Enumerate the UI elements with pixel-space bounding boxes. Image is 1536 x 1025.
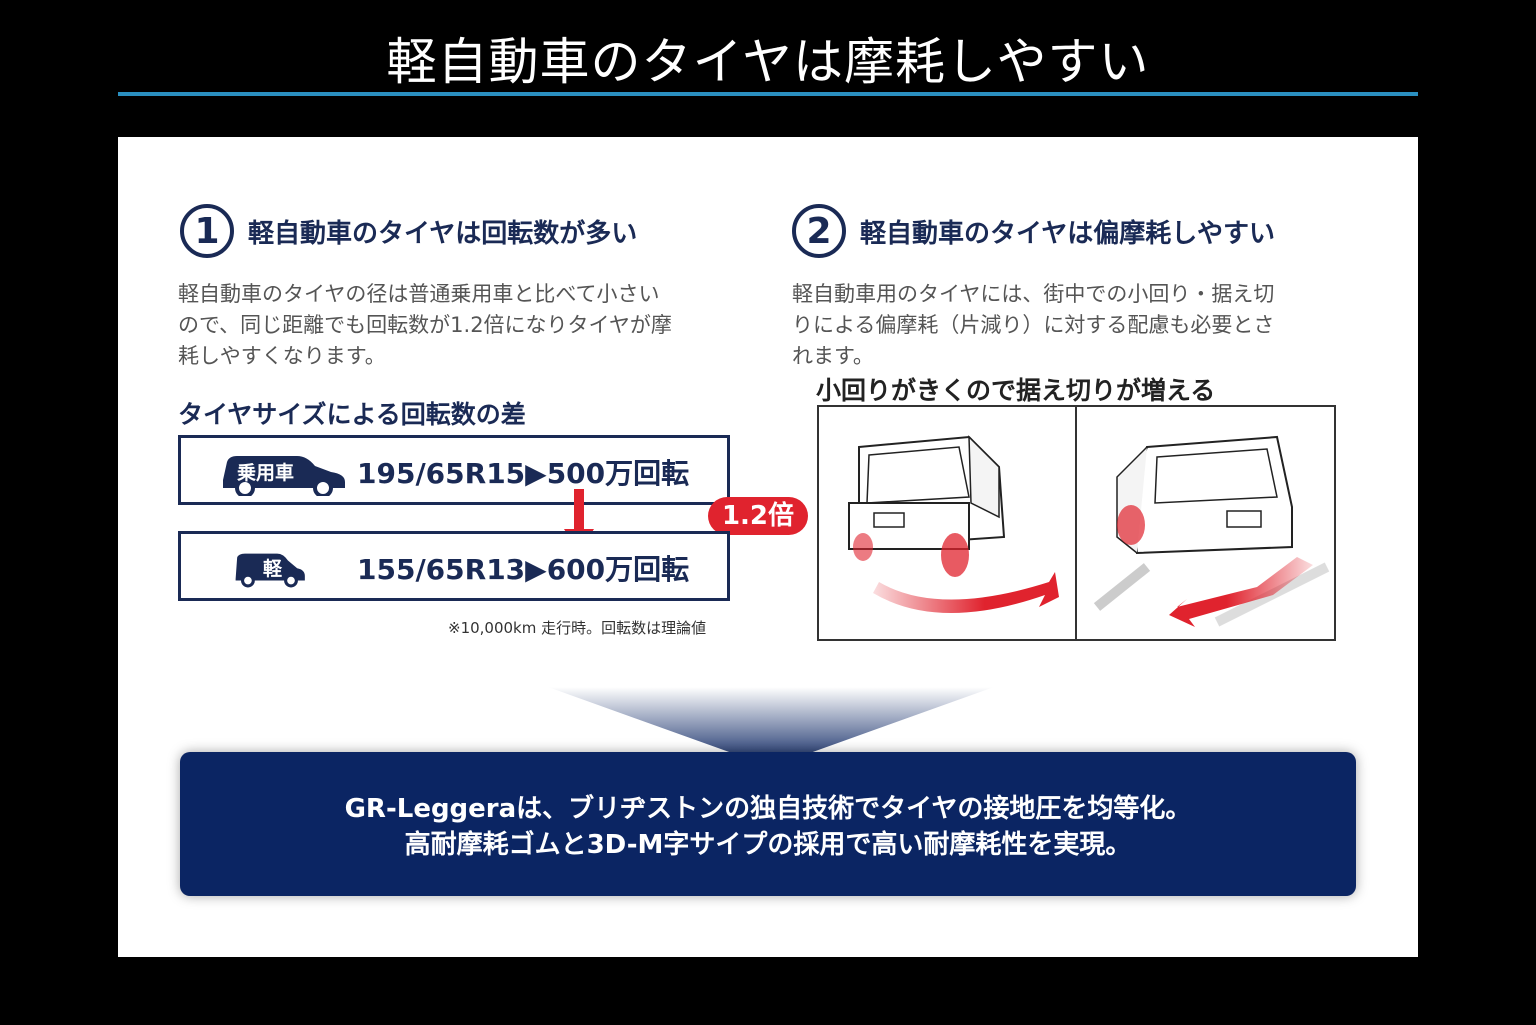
section1-body-line: ので、同じ距離でも回転数が1.2倍になりタイヤが摩 (178, 313, 672, 337)
section2-header: 2 軽自動車のタイヤは偏摩耗しやすい (792, 204, 1275, 258)
section1-header: 1 軽自動車のタイヤは回転数が多い (180, 204, 637, 258)
banner-line-1: GR-Leggeraは、ブリヂストンの独自技術でタイヤの接地圧を均等化。 (344, 794, 1192, 824)
section2-number-badge: 2 (792, 204, 846, 258)
illustration-divider (1075, 407, 1077, 639)
kei-car-spec: 155/65R13▶600万回転 (357, 553, 690, 586)
section1-heading: 軽自動車のタイヤは回転数が多い (248, 218, 638, 249)
section2-body-line: れます。 (792, 344, 874, 368)
passenger-car-spec: 195/65R15▶500万回転 (357, 457, 690, 490)
section1-number-badge: 1 (180, 204, 234, 258)
section2-body-line: りによる偏摩耗（片減り）に対する配慮も必要とさ (792, 313, 1275, 337)
section1-body-line: 軽自動車のタイヤの径は普通乗用車と比べて小さい (178, 282, 660, 306)
passenger-car-icon (223, 456, 345, 496)
slide-title: 軽自動車のタイヤは摩耗しやすい (386, 33, 1150, 91)
banner-line-2: 高耐摩耗ゴムと3D-M字サイプの採用で高い耐摩耗性を実現。 (404, 830, 1132, 860)
section2-heading: 軽自動車のタイヤは偏摩耗しやすい (860, 218, 1275, 249)
passenger-car-row: 乗用車 195/65R15▶500万回転 (178, 435, 730, 505)
ratio-badge: 1.2倍 (708, 497, 808, 535)
content-panel: 1 軽自動車のタイヤは回転数が多い 軽自動車のタイヤの径は普通乗用車と比べて小さ… (118, 137, 1418, 957)
illustration-caption: 小回りがきくので据え切りが増える (816, 376, 1216, 405)
front-car-illustration (848, 435, 1059, 614)
footnote: ※10,000km 走行時。回転数は理論値 (448, 619, 707, 637)
section1-body: 軽自動車のタイヤの径は普通乗用車と比べて小さい ので、同じ距離でも回転数が1.2… (178, 279, 748, 372)
turning-illustration (817, 405, 1336, 641)
section2-body-line: 軽自動車用のタイヤには、街中での小回り・据え切 (792, 282, 1275, 306)
rear-car-illustration (1093, 435, 1330, 627)
passenger-car-label: 乗用車 (237, 462, 295, 484)
down-chevron-icon (548, 687, 994, 767)
kei-car-row: 軽 155/65R13▶600万回転 (178, 531, 730, 601)
section1-body-line: 耗しやすくなります。 (178, 344, 386, 368)
conclusion-banner: GR-Leggeraは、ブリヂストンの独自技術でタイヤの接地圧を均等化。 高耐摩… (180, 752, 1356, 896)
section2-body: 軽自動車用のタイヤには、街中での小回り・据え切 りによる偏摩耗（片減り）に対する… (792, 279, 1362, 372)
title-divider (118, 92, 1418, 96)
kei-car-label: 軽 (263, 558, 283, 580)
kei-car-icon (235, 553, 305, 588)
tire-size-subheading: タイヤサイズによる回転数の差 (178, 400, 526, 429)
